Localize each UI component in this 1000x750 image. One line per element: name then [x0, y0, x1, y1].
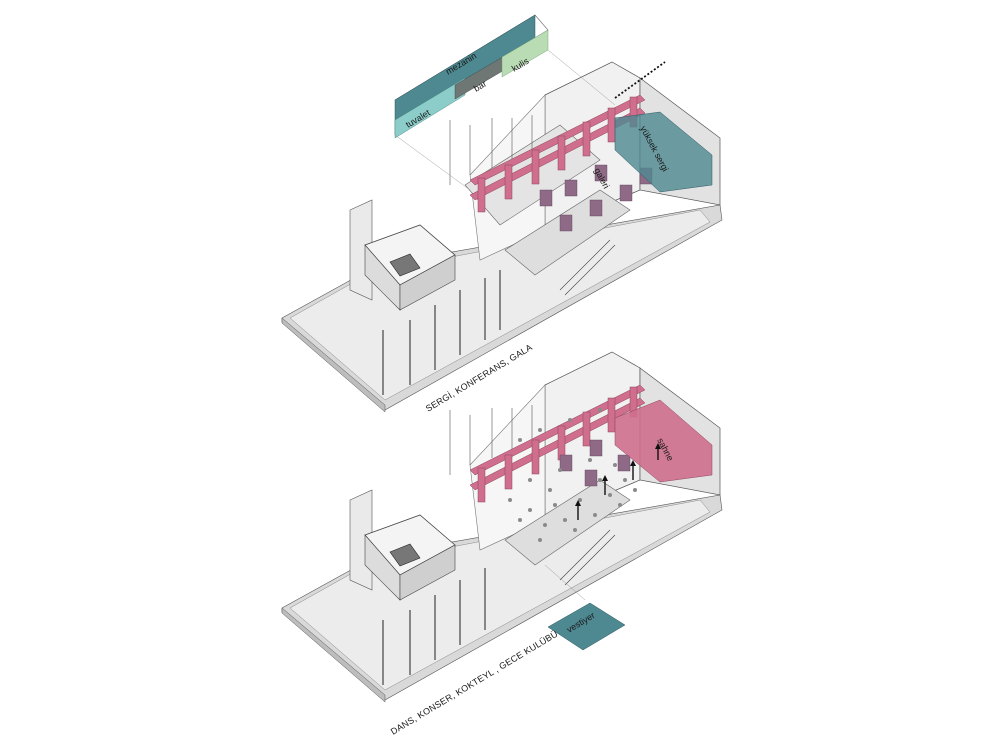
- gallery-frame-bottom: [469, 384, 646, 503]
- gallery-frame: [469, 94, 646, 213]
- sahne-zone: [614, 399, 713, 483]
- mezzanine-exploded: [394, 14, 616, 191]
- vestiyer-zone: [547, 602, 626, 651]
- bottom-building: [281, 351, 723, 703]
- top-building: [281, 14, 723, 413]
- yuksek-sergi-zone: [614, 111, 713, 193]
